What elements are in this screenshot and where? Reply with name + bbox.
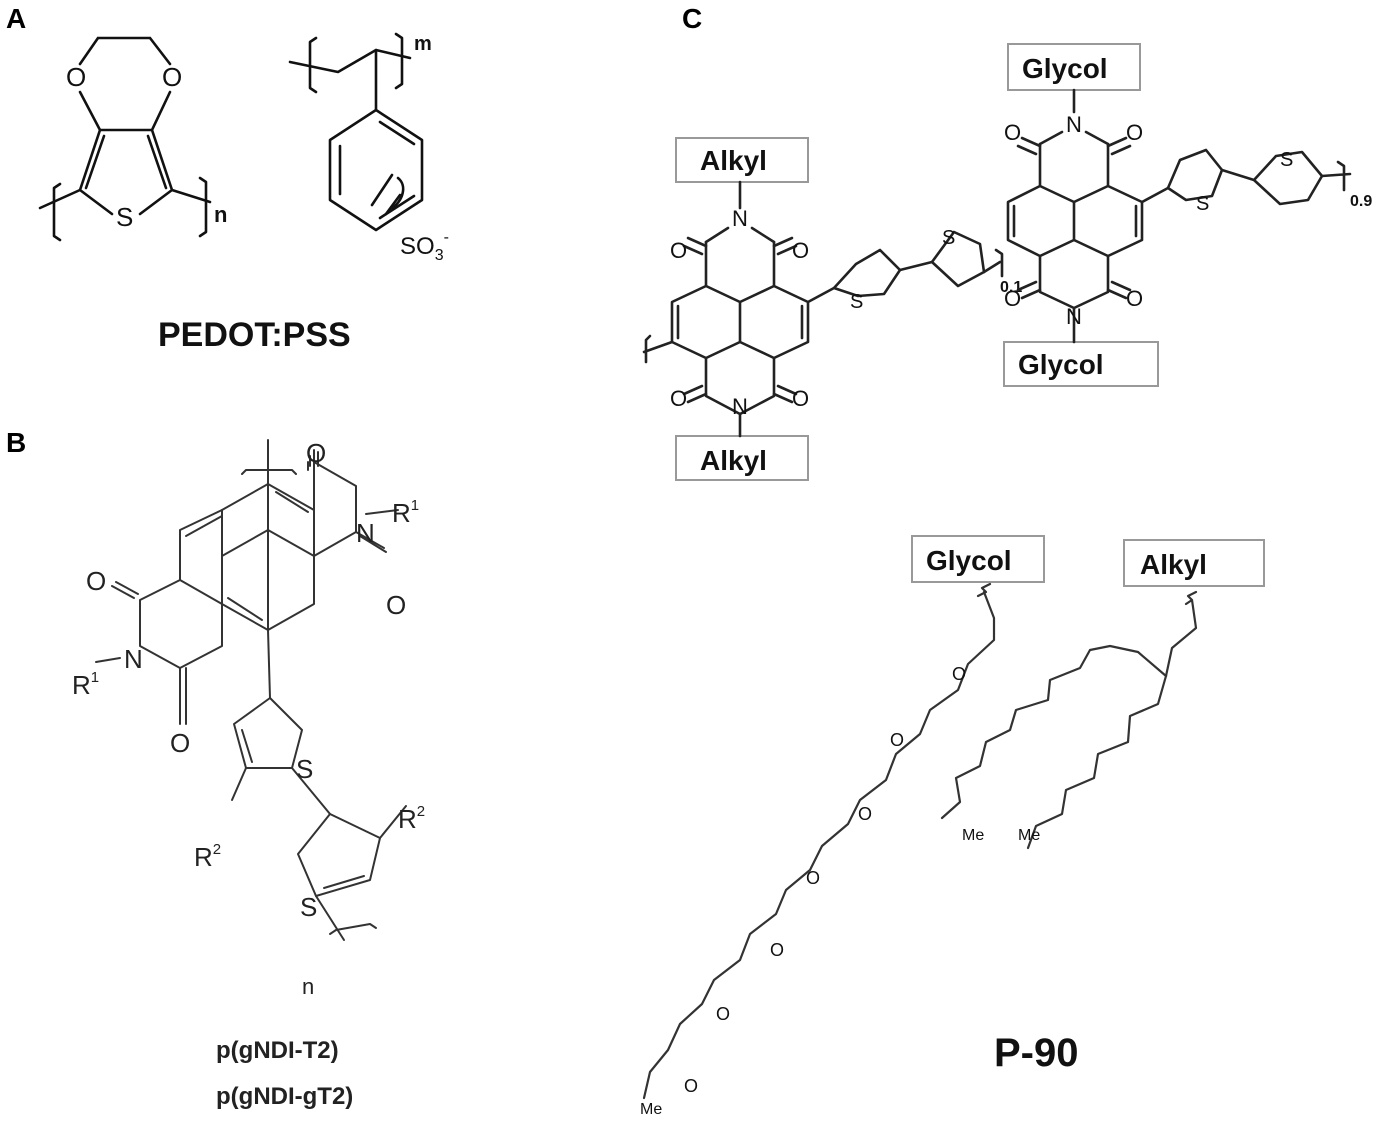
panel-a-letter: A: [6, 3, 26, 34]
glycol-o4: O: [806, 868, 820, 888]
alkyl-me2: Me: [1018, 827, 1040, 844]
glycol-o6: O: [716, 1004, 730, 1024]
p90-o-lt-l: O: [670, 238, 687, 263]
gndi-r2-left: R2: [194, 841, 221, 872]
glycol-side-chain: O O O O O O O Me: [640, 582, 996, 1118]
label-box-glycol-mid: Glycol: [1003, 341, 1159, 387]
label-box-glycol-chain: Glycol: [911, 535, 1045, 583]
pss-so3: SO3-: [400, 229, 449, 264]
gndi-n-left: N: [124, 644, 143, 674]
glycol-o3: O: [858, 804, 872, 824]
p90-s3: S: [1196, 193, 1209, 215]
gndi-o-bottom: O: [170, 728, 190, 758]
p90-ndi-right: N O O O O N: [1004, 88, 1170, 344]
gndi-r1-left: R1: [72, 669, 99, 700]
p90-sub-09: 0.9: [1350, 193, 1372, 210]
label-box-glycol-top: Glycol: [1007, 43, 1141, 91]
p90-o-top-l: O: [1004, 120, 1021, 145]
p90-bithiophene-2: S S 0.9: [1166, 148, 1372, 215]
svg-text:Alkyl: Alkyl: [700, 145, 767, 176]
gndi-t2-structure: O N R1 O O N R1 O S R2 R2 S n: [72, 438, 425, 999]
panel-b-caption-line1: p(gNDI-T2): [216, 1037, 339, 1064]
p90-o-top-r: O: [1126, 120, 1143, 145]
p90-o-lt-r: O: [792, 238, 809, 263]
p90-s4: S: [1280, 149, 1293, 171]
p90-o-lb-r: O: [792, 386, 809, 411]
gndi-s2: S: [300, 892, 317, 922]
alkyl-me1: Me: [962, 827, 984, 844]
p90-n-mid: N: [1066, 304, 1082, 329]
panel-c-caption: P-90: [994, 1031, 1079, 1075]
p90-o-lb-l: O: [670, 386, 687, 411]
gndi-s1: S: [296, 754, 313, 784]
pedot-o-right: O: [162, 62, 182, 92]
panel-c: C Glycol Alkyl Glycol Alkyl: [640, 3, 1372, 1118]
p90-bithiophene-1: S S 0.1: [832, 227, 1022, 313]
alkyl-side-chain: Me Me: [940, 590, 1198, 850]
p90-o-mid-l: O: [1004, 286, 1021, 311]
panel-b-caption-line2: p(gNDI-gT2): [216, 1083, 353, 1110]
glycol-me: Me: [640, 1101, 662, 1118]
pedot-structure: O O S n: [38, 36, 227, 242]
label-box-alkyl-bottom: Alkyl: [675, 435, 809, 481]
pedot-n: n: [214, 202, 227, 227]
label-box-alkyl-left: Alkyl: [675, 137, 809, 183]
panel-b: B: [6, 427, 425, 1110]
pss-m: m: [414, 33, 432, 55]
glycol-o7: O: [684, 1076, 698, 1096]
panel-b-letter: B: [6, 427, 26, 458]
p90-n-left-top: N: [732, 206, 748, 231]
p90-sub-01: 0.1: [1000, 279, 1022, 296]
p90-s1: S: [850, 291, 863, 313]
gndi-o-top: O: [306, 438, 326, 468]
glycol-o2: O: [890, 730, 904, 750]
p90-ndi-left: N O O O O N: [642, 180, 836, 438]
panel-c-letter: C: [682, 3, 702, 34]
p90-n-top: N: [1066, 112, 1082, 137]
svg-text:Glycol: Glycol: [1018, 349, 1104, 380]
gndi-r1-right: R1: [392, 497, 419, 528]
gndi-o-right: O: [386, 590, 406, 620]
gndi-n-right: N: [356, 518, 375, 548]
glycol-o5: O: [770, 940, 784, 960]
gndi-n-repeat: n: [302, 974, 314, 999]
panel-a: A O O S n m SO3- PEDOT:PSS: [6, 3, 449, 354]
gndi-r2-right: R2: [398, 803, 425, 834]
svg-text:Glycol: Glycol: [1022, 53, 1108, 84]
glycol-o1: O: [952, 664, 966, 684]
p90-n-left-bot: N: [732, 394, 748, 419]
p90-o-mid-r: O: [1126, 286, 1143, 311]
svg-text:Alkyl: Alkyl: [700, 445, 767, 476]
pss-structure: m SO3-: [288, 32, 449, 264]
svg-text:Glycol: Glycol: [926, 545, 1012, 576]
p90-s2: S: [942, 227, 955, 249]
svg-text:Alkyl: Alkyl: [1140, 549, 1207, 580]
gndi-o-left: O: [86, 566, 106, 596]
pedot-s: S: [116, 202, 133, 232]
panel-a-caption: PEDOT:PSS: [158, 316, 351, 354]
label-box-alkyl-chain: Alkyl: [1123, 539, 1265, 587]
pedot-o-left: O: [66, 62, 86, 92]
